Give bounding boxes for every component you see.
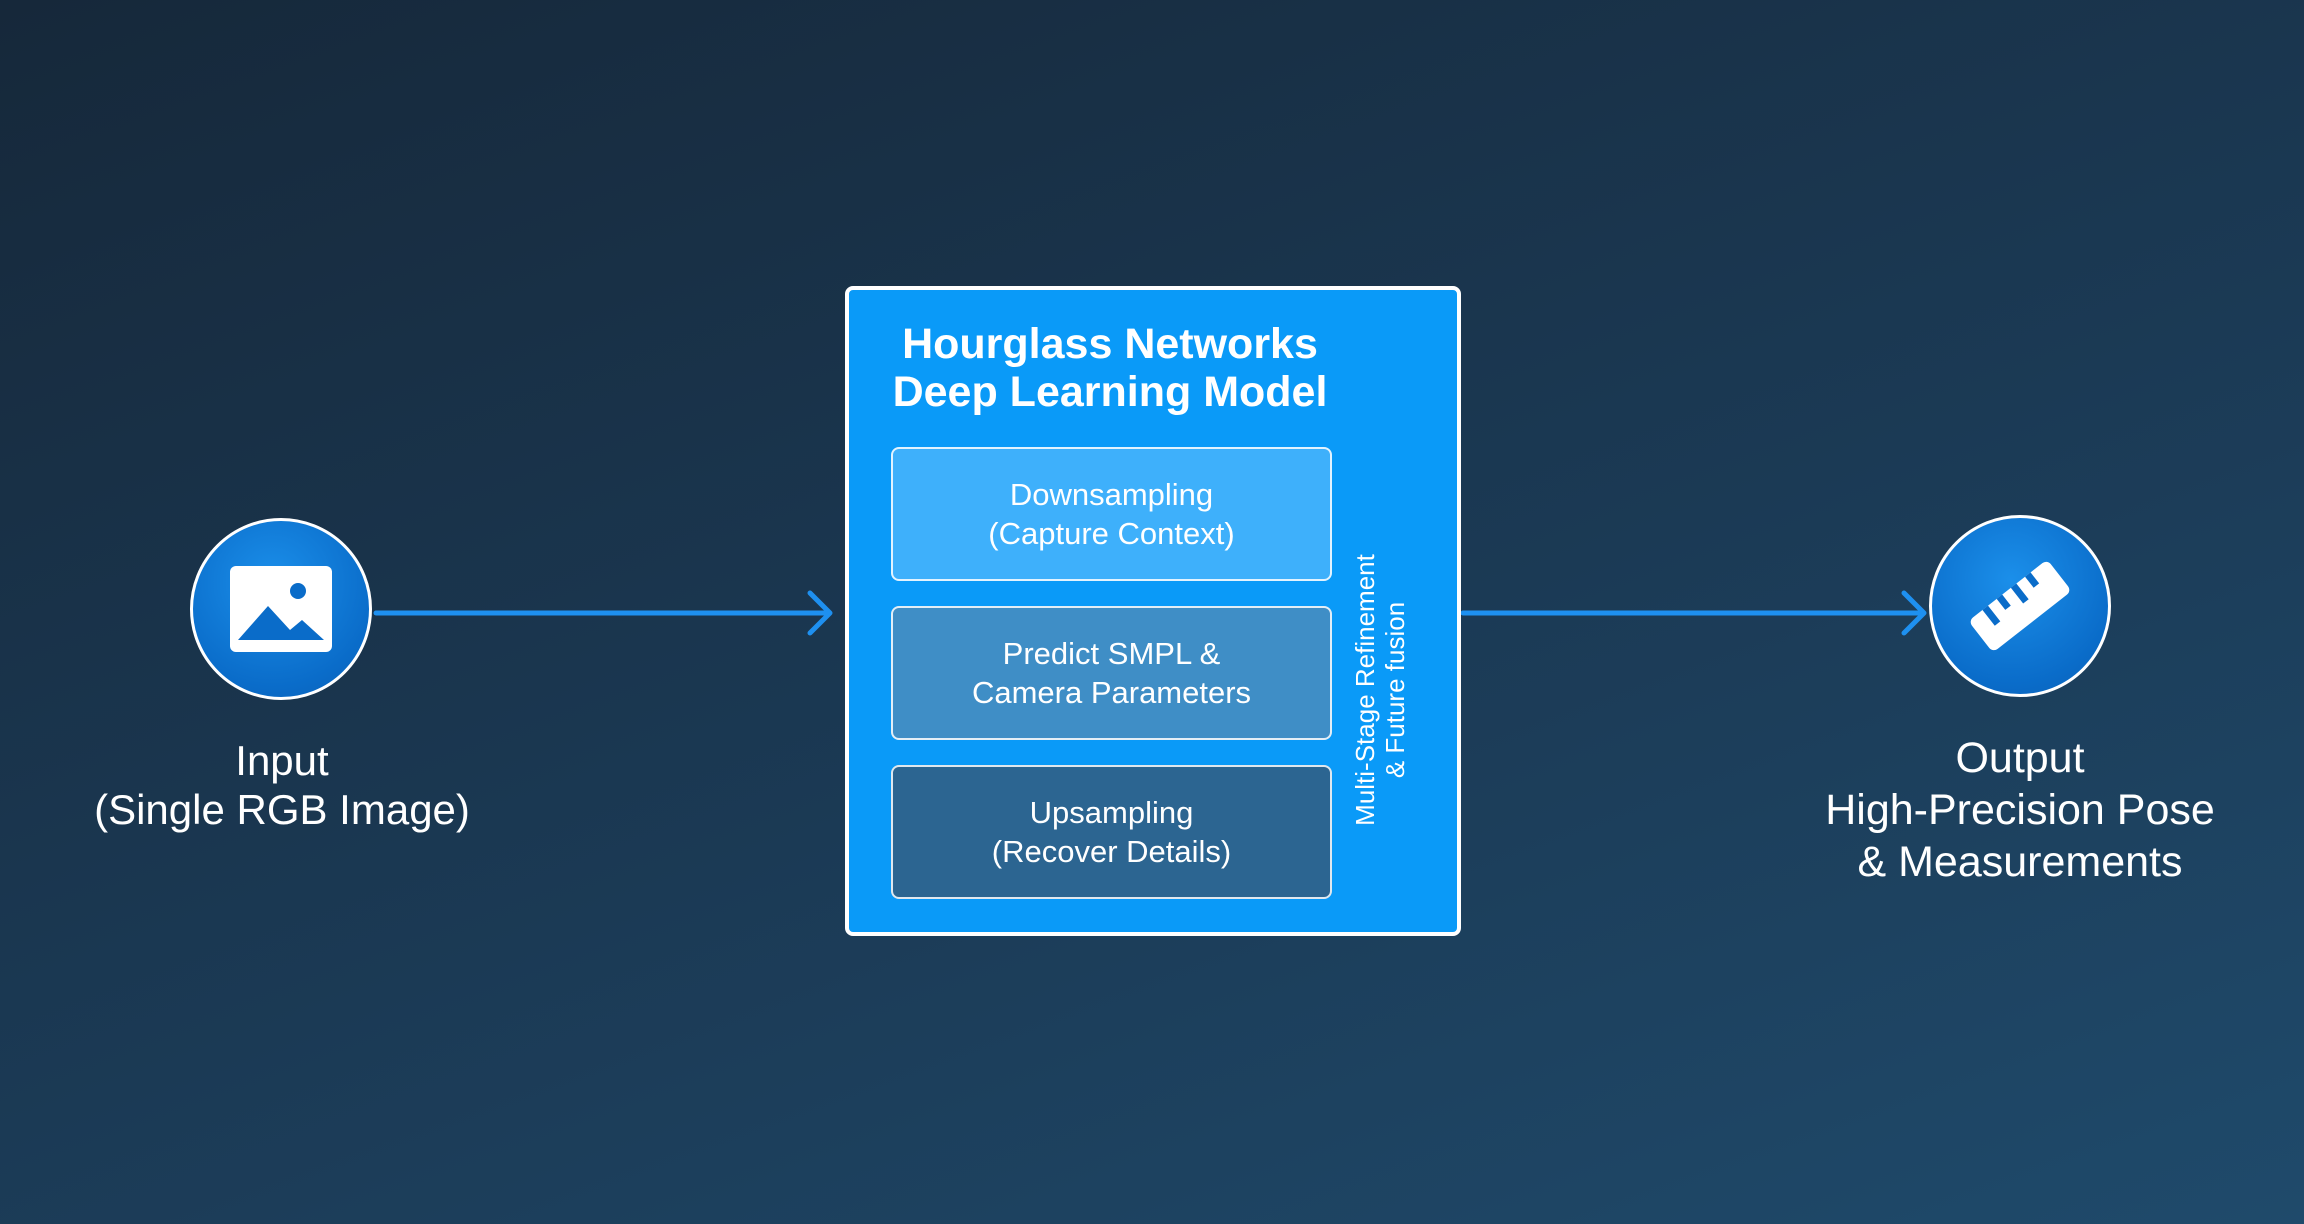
ruler-icon bbox=[1970, 561, 2070, 651]
input-label-line2: (Single RGB Image) bbox=[94, 786, 470, 833]
input-node bbox=[190, 518, 372, 700]
image-icon bbox=[230, 566, 332, 652]
model-title-line1: Hourglass Networks bbox=[902, 320, 1318, 368]
stage-label-line1: Downsampling bbox=[1009, 477, 1214, 512]
stage-label-line2: Camera Parameters bbox=[971, 675, 1252, 710]
stage-downsampling: Downsampling (Capture Context) bbox=[891, 447, 1332, 581]
stage-label-line1: Upsampling bbox=[1029, 795, 1194, 830]
stage-label-line2: (Capture Context) bbox=[988, 516, 1235, 551]
model-title: Hourglass Networks Deep Learning Model bbox=[870, 320, 1350, 416]
input-label: Input (Single RGB Image) bbox=[82, 736, 482, 834]
loop-label-line2: & Future fusion bbox=[1380, 601, 1410, 779]
model-title-line2: Deep Learning Model bbox=[892, 368, 1328, 416]
output-label-line3: & Measurements bbox=[1857, 838, 2183, 886]
model-to-output-arrowhead bbox=[1901, 590, 1927, 636]
stage-label-line2: (Recover Details) bbox=[991, 834, 1232, 869]
stage-label-line1: Predict SMPL & bbox=[1002, 636, 1221, 671]
loop-label-line1: Multi-Stage Refinement bbox=[1350, 554, 1380, 826]
stage-upsampling: Upsampling (Recover Details) bbox=[891, 765, 1332, 899]
input-to-model-arrowhead bbox=[807, 590, 833, 636]
output-label: Output High-Precision Pose & Measurement… bbox=[1780, 732, 2260, 888]
output-label-line1: Output bbox=[1955, 734, 2085, 782]
input-label-line1: Input bbox=[235, 737, 329, 784]
output-label-line2: High-Precision Pose bbox=[1825, 786, 2215, 834]
output-node bbox=[1929, 515, 2111, 697]
stage-predict-smpl: Predict SMPL & Camera Parameters bbox=[891, 606, 1332, 740]
